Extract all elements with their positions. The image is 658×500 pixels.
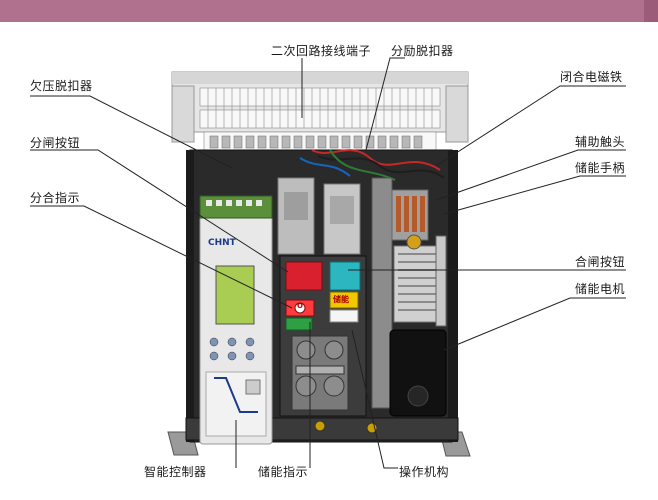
energy-tag	[329, 291, 359, 309]
label-undervoltage-release: 欠压脱扣器	[30, 79, 93, 93]
label-shunt-release: 分励脱扣器	[391, 44, 454, 58]
label-closing-electromagnet: 闭合电磁铁	[560, 70, 623, 84]
label-open-button: 分闸按钮	[30, 136, 81, 150]
controller-lcd	[215, 265, 255, 325]
label-auxiliary-contact: 辅助触头	[575, 135, 626, 149]
energy-tag-text: 储能	[333, 295, 349, 304]
close-symbol-text: O	[297, 302, 303, 310]
gear-mechanism	[291, 335, 349, 411]
energy-indicator	[285, 317, 313, 331]
on-off-indicator	[294, 302, 306, 314]
label-energy-handle: 储能手柄	[575, 161, 626, 175]
label-on-off-indicator: 分合指示	[30, 191, 81, 205]
open-button[interactable]	[285, 261, 323, 291]
label-secondary-terminal: 二次回路接线端子	[271, 44, 372, 58]
label-energy-motor: 储能电机	[575, 282, 626, 296]
label-operating-mechanism: 操作机构	[399, 465, 450, 479]
wiring	[299, 149, 445, 181]
label-intelligent-controller: 智能控制器	[144, 465, 207, 479]
energy-motor	[389, 329, 447, 417]
controller-keypad	[209, 337, 255, 361]
brand-logo: CHNT	[208, 238, 236, 248]
header-tab	[644, 0, 658, 22]
close-button[interactable]	[329, 261, 361, 291]
label-close-button: 合闸按钮	[575, 255, 626, 269]
header-bar	[0, 0, 658, 22]
leader-lines	[30, 57, 626, 469]
label-energy-indicator: 储能指示	[258, 465, 309, 479]
